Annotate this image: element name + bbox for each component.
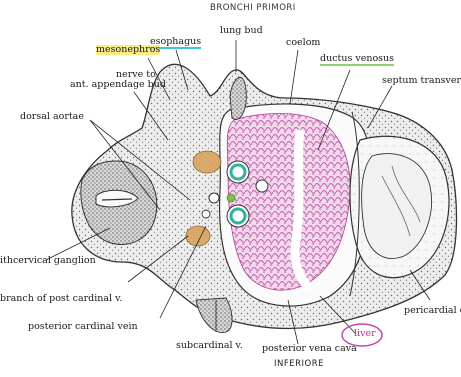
aorta-dot	[227, 194, 235, 202]
posterior-vena-cava-label: posterior vena cava	[262, 344, 357, 354]
mesonephros-label: mesonephros	[96, 45, 160, 55]
mesonephros-right	[186, 226, 210, 246]
branch-post-cardinal-label: branch of post cardinal v.	[0, 294, 122, 304]
nerve-label-line2: ant. appendage bud	[70, 80, 166, 90]
dorsal-aorta-left	[209, 193, 219, 203]
liver-label: liver	[354, 329, 376, 339]
cervical-ganglion-label: ithcervical ganglion	[0, 256, 96, 266]
bronchi-annotation: BRONCHI PRIMORI	[210, 4, 296, 13]
posterior-cardinal-vein-label: posterior cardinal vein	[28, 322, 138, 332]
mesonephros-left	[193, 151, 221, 173]
septum-transversum-label: septum transversu	[382, 76, 461, 86]
ventral-projection	[196, 298, 232, 333]
ductus-venosus-label: ductus venosus	[320, 54, 394, 66]
lung-bud-label: lung bud	[220, 26, 263, 36]
dorsal-aortae-label: dorsal aortae	[20, 112, 84, 122]
pericardial-label: pericardial c	[404, 306, 461, 316]
coelom-label: coelom	[286, 38, 320, 48]
vessel-right	[256, 180, 268, 192]
cardinal-vein-left	[202, 210, 210, 218]
subcardinal-label: subcardinal v.	[176, 341, 243, 351]
inferiore-annotation: INFERIORE	[274, 360, 324, 369]
